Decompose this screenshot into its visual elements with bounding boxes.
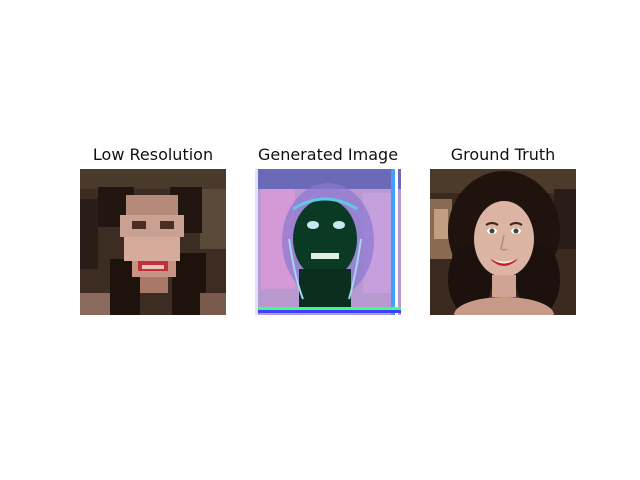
generated-image xyxy=(255,169,401,315)
panel-title-low-resolution: Low Resolution xyxy=(92,145,214,164)
ground-truth-image xyxy=(430,169,576,315)
panel-title-generated-image: Generated Image xyxy=(257,145,399,164)
low-resolution-image xyxy=(80,169,226,315)
panel-title-ground-truth: Ground Truth xyxy=(450,145,556,164)
